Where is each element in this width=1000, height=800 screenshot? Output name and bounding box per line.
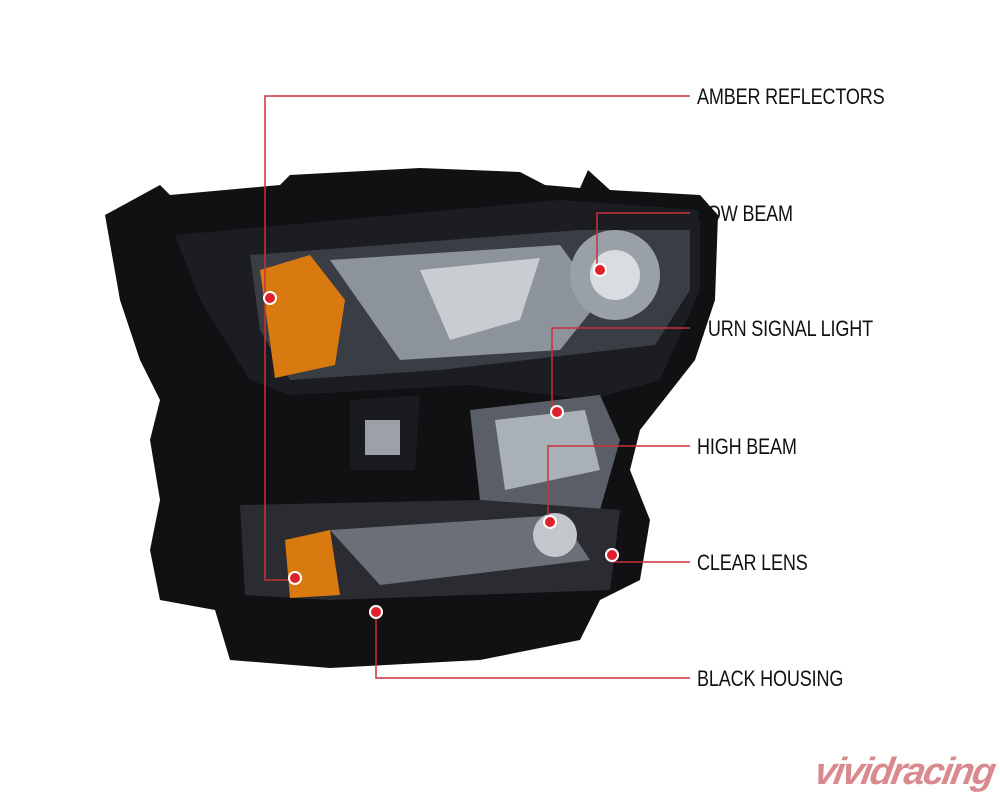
leader-lines (264, 95, 690, 679)
upper-amber-reflector (260, 255, 345, 378)
label-clear-lens: CLEAR LENS (697, 550, 808, 575)
watermark-logo: vividracing (811, 751, 998, 793)
callout-dot-clear-lens (605, 548, 619, 562)
callout-dots (263, 263, 619, 619)
label-amber-reflectors: AMBER REFLECTORS (697, 84, 885, 109)
callout-dot-amber-upper (263, 291, 277, 305)
callout-dot-black-housing (369, 605, 383, 619)
callout-dot-turn-signal (550, 405, 564, 419)
callout-dot-amber-lower (288, 571, 302, 585)
label-turn-signal-light: TURN SIGNAL LIGHT (697, 316, 873, 341)
callout-dot-low-beam (593, 263, 607, 277)
callout-dot-high-beam (543, 515, 557, 529)
label-low-beam: LOW BEAM (697, 201, 793, 226)
label-black-housing: BLACK HOUSING (697, 666, 844, 691)
label-high-beam: HIGH BEAM (697, 434, 797, 459)
projector-lens (365, 420, 400, 455)
upper-lens (250, 230, 690, 380)
